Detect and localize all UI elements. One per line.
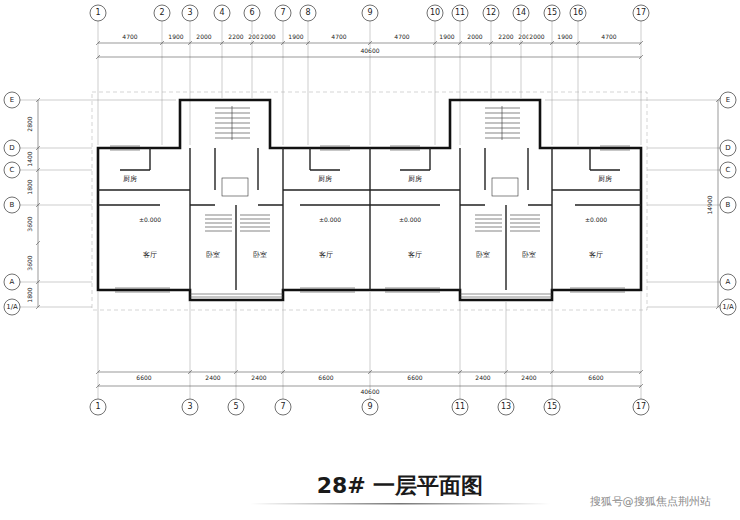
- axis-number: 11: [454, 9, 466, 17]
- elevation-mark: ±0.000: [398, 217, 422, 223]
- axis-number: 1: [94, 403, 101, 411]
- dimension-text: 2400: [250, 375, 267, 381]
- dimension-text: 3600: [27, 215, 33, 232]
- dimension-text: 6600: [406, 375, 423, 381]
- elevation-mark: ±0.000: [138, 217, 162, 223]
- axis-number: 7: [279, 403, 286, 411]
- room-name: 卧室: [521, 252, 537, 259]
- room-name: 厨房: [597, 176, 613, 183]
- room-name: 客厅: [318, 252, 334, 259]
- elevation-mark: ±0.000: [318, 217, 342, 223]
- axis-letter: E: [725, 97, 731, 104]
- stairs: [205, 106, 540, 231]
- room-name: 厨房: [317, 176, 333, 183]
- axis-number: 16: [572, 9, 584, 17]
- room-name: 卧室: [252, 252, 268, 259]
- dimension-text: 1900: [556, 34, 573, 40]
- axis-number: 13: [500, 403, 512, 411]
- dimension-text: 2000: [195, 34, 212, 40]
- dimension-text: 1400: [27, 150, 33, 167]
- axis-letter: A: [725, 279, 732, 286]
- dimension-text: 4700: [600, 34, 617, 40]
- axis-number: 3: [186, 9, 193, 17]
- axis-letter: 1/A: [721, 304, 735, 311]
- dimension-text: 1800: [27, 286, 33, 303]
- dimension-text: 4700: [330, 34, 347, 40]
- dimension-text: 2000: [259, 34, 276, 40]
- axis-letter: E: [9, 97, 15, 104]
- axis-letter: D: [8, 145, 15, 152]
- dimension-text: 2000: [466, 34, 483, 40]
- dimension-text: 1900: [438, 34, 455, 40]
- dimension-text: 40600: [359, 48, 380, 54]
- dimension-lines: [36, 41, 720, 388]
- dimension-text: 4700: [393, 34, 410, 40]
- axis-letter: C: [725, 167, 732, 174]
- axis-number: 1: [94, 9, 101, 17]
- dimension-text: 2200: [227, 34, 244, 40]
- roof-outline: [92, 92, 647, 310]
- room-name: 卧室: [475, 252, 491, 259]
- axis-letter: B: [9, 202, 16, 209]
- dimension-text: 2400: [474, 375, 491, 381]
- grid-lines: [20, 21, 720, 399]
- dimension-text: 2400: [204, 375, 221, 381]
- axis-number: 17: [635, 9, 647, 17]
- axis-number: 10: [429, 9, 441, 17]
- axis-letter: B: [725, 202, 732, 209]
- dimension-text: 1900: [287, 34, 304, 40]
- axis-number: 17: [635, 403, 647, 411]
- axis-number: 6: [248, 9, 255, 17]
- elevation-mark: ±0.000: [584, 217, 608, 223]
- dimension-text: 1900: [167, 34, 184, 40]
- dimension-text: 2000: [528, 34, 545, 40]
- room-name: 客厅: [142, 252, 158, 259]
- axis-letter: C: [9, 167, 16, 174]
- axis-number: 9: [366, 403, 373, 411]
- caption-underline: [250, 503, 550, 505]
- axis-letter: 1/A: [5, 304, 19, 311]
- axis-number: 3: [186, 403, 193, 411]
- room-name: 客厅: [407, 252, 423, 259]
- axis-number: 14: [515, 9, 527, 17]
- room-name: 厨房: [122, 176, 138, 183]
- axis-number: 8: [304, 9, 311, 17]
- axis-number: 5: [232, 403, 239, 411]
- dimension-text: 2200: [497, 34, 514, 40]
- axis-number: 4: [218, 9, 225, 17]
- axis-number: 7: [279, 9, 286, 17]
- dimension-text: 40600: [359, 389, 380, 395]
- interior-walls: [98, 148, 641, 290]
- dimension-text: 2800: [27, 115, 33, 132]
- axis-circles: [4, 5, 736, 415]
- axis-number: 15: [546, 9, 558, 17]
- axis-number: 12: [485, 9, 497, 17]
- axis-number: 9: [366, 9, 373, 17]
- room-name: 客厅: [588, 252, 604, 259]
- dimension-text: 6600: [587, 375, 604, 381]
- axis-number: 11: [454, 403, 466, 411]
- axis-number: 15: [546, 403, 558, 411]
- watermark: 搜狐号@搜狐焦点荆州站: [589, 496, 712, 507]
- room-name: 卧室: [205, 252, 221, 259]
- dimension-text: 2400: [520, 375, 537, 381]
- room-name: 厨房: [407, 176, 423, 183]
- dimension-text: 1800: [27, 178, 33, 195]
- axis-letter: A: [9, 279, 16, 286]
- dimension-text: 6600: [135, 375, 152, 381]
- dimension-text: 6600: [317, 375, 334, 381]
- axis-letter: D: [724, 145, 731, 152]
- exterior-walls: [98, 100, 641, 300]
- dimension-text: 3600: [27, 254, 33, 271]
- axis-number: 2: [158, 9, 165, 17]
- dimension-text: 14900: [707, 194, 713, 215]
- dimension-text: 4700: [121, 34, 138, 40]
- windows: [110, 146, 630, 297]
- drawing-caption: 28# 一层平面图: [316, 475, 485, 497]
